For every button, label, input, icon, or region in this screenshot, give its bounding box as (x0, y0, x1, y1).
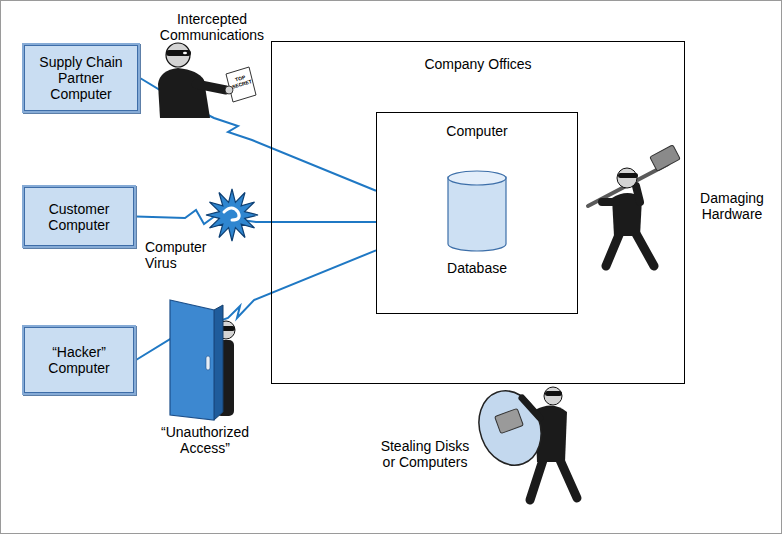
computer-box: Customer Computer (22, 185, 136, 248)
interceptor-figure (158, 43, 256, 118)
cylinder-top (448, 171, 506, 185)
threat-label: “Unauthorized Access” (150, 424, 260, 456)
computer-region: ComputerDatabase (376, 112, 578, 314)
computer-box: “Hacker” Computer (22, 325, 136, 395)
node-text: Database (432, 260, 522, 276)
office-region: Company OfficesComputerDatabase (271, 41, 685, 384)
threat-label: Intercepted Communications (156, 11, 268, 43)
node-text: “Hacker” Computer (30, 344, 128, 376)
thief-figure (469, 382, 577, 500)
computer-box: Supply Chain Partner Computer (22, 43, 140, 113)
threat-label: Computer Virus (145, 239, 215, 271)
threat-label: Damaging Hardware (692, 190, 772, 222)
node-text: Supply Chain Partner Computer (30, 54, 132, 102)
node-text: Computer (377, 123, 577, 139)
node-text: Customer Computer (30, 201, 128, 233)
cylinder-body (448, 177, 506, 251)
database-cylinder: Database (432, 170, 522, 282)
cylinder-shape (432, 170, 522, 252)
network-link (136, 210, 376, 224)
hammer-figure (588, 145, 680, 266)
threat-label: Stealing Disks or Computers (375, 438, 475, 470)
virus-symbol (206, 189, 258, 241)
node-text: Company Offices (272, 56, 684, 72)
door-figure (170, 300, 235, 420)
